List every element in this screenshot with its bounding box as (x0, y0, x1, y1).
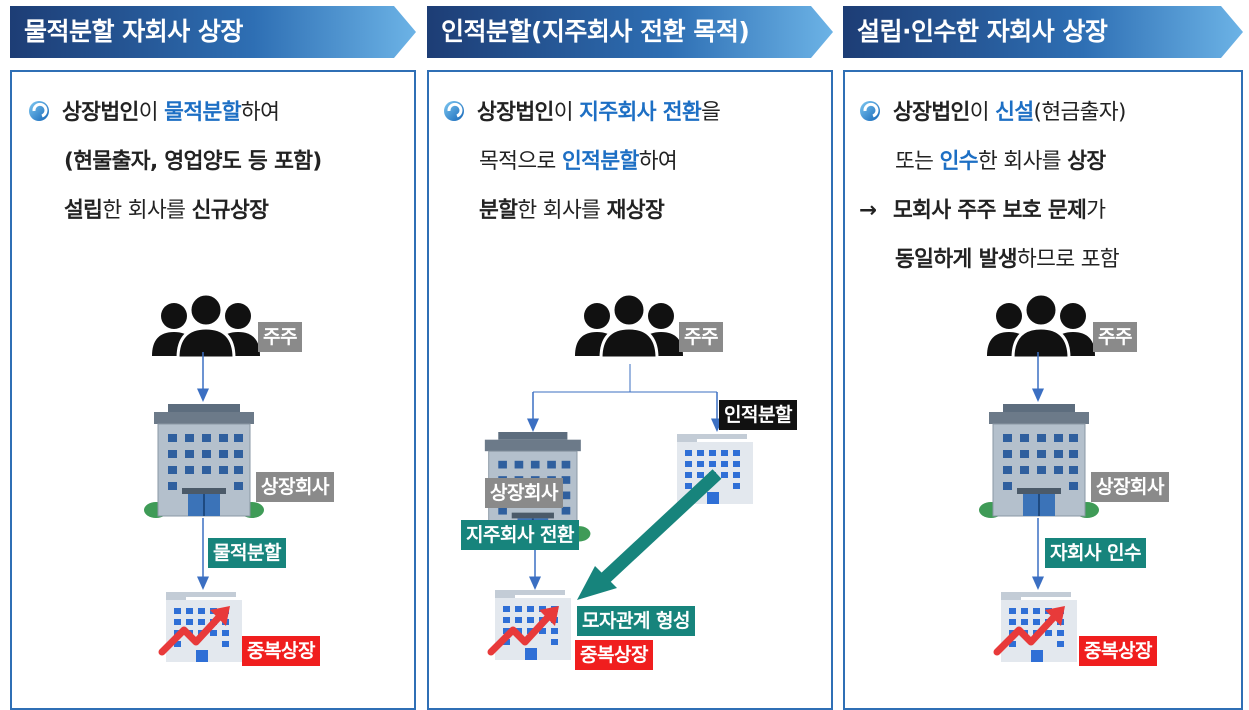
panel-physical-split: 물적분할 자회사 상장 상장법인이 물적분할하여 (현물출자, 영업양도 등 포… (10, 0, 420, 710)
diagram-canvas (474, 292, 753, 660)
panel-header: 설립·인수한 자회사 상장 (843, 6, 1249, 58)
desc-text: 또는 (895, 149, 940, 174)
shareholders-icon (985, 292, 1097, 360)
diagram-canvas (143, 292, 265, 662)
desc-text: 하여 (638, 149, 678, 174)
desc-text: 하여 (240, 100, 280, 125)
panel-header: 물적분할 자회사 상장 (10, 6, 420, 58)
label-shareholders: 주주 (1093, 322, 1137, 352)
subsidiary-building-icon (166, 592, 242, 662)
panel-header: 인적분할(지주회사 전환 목적) (427, 6, 837, 58)
desc-text: 재상장 (606, 198, 665, 223)
desc-text: 하므로 포함 (1016, 247, 1120, 272)
panel-description: 상장법인이 신설(현금출자) 또는 인수한 회사를 상장 → 모회사 주주 보호 … (859, 88, 1231, 284)
desc-highlight: 인수 (939, 149, 979, 174)
swirl-bullet-icon (444, 101, 464, 121)
header-arrow-shape (10, 6, 416, 58)
panel-title: 인적분할(지주회사 전환 목적) (441, 17, 750, 46)
panel-spin-off: 인적분할(지주회사 전환 목적) 상장법인이 지주회사 전환을 목적으로 인적분… (427, 0, 837, 710)
shareholders-icon (150, 292, 262, 360)
desc-text: 이 (969, 100, 996, 125)
desc-text: 이 (553, 100, 580, 125)
subsidiary-building-icon (1001, 592, 1077, 662)
desc-text: 설립 (64, 198, 103, 223)
desc-text: 분할 (479, 198, 518, 223)
desc-line-2: (현물출자, 영업양도 등 포함) (28, 137, 400, 186)
desc-text: 목적으로 (479, 149, 562, 174)
desc-line-1: 상장법인이 신설(현금출자) (859, 88, 1231, 137)
label-listed-company: 상장회사 (1091, 472, 1169, 502)
swirl-bullet-icon (860, 101, 880, 121)
subsidiary-building-icon (495, 590, 571, 660)
desc-highlight: 인적분할 (561, 149, 639, 174)
desc-highlight: 물적분할 (164, 100, 241, 125)
desc-text: 모회사 주주 보호 문제 (893, 198, 1087, 223)
desc-line-1: 상장법인이 지주회사 전환을 (443, 88, 815, 137)
header-arrow-shape (843, 6, 1243, 58)
desc-text: 상장법인 (477, 100, 554, 125)
parent-sub-arrow-icon (577, 469, 722, 600)
desc-highlight: 지주회사 전환 (579, 100, 702, 125)
shareholders-icon (573, 292, 685, 360)
desc-line-1: 상장법인이 물적분할하여 (28, 88, 400, 137)
desc-text: 상장법인 (62, 100, 139, 125)
panel-title: 설립·인수한 자회사 상장 (857, 17, 1108, 46)
diagram-canvas (978, 292, 1100, 662)
building-icon (143, 403, 265, 519)
building-icon (978, 403, 1100, 519)
header-arrow-shape (427, 6, 833, 58)
label-dual-listing: 중복상장 (575, 640, 653, 670)
desc-text: 상장법인 (893, 100, 970, 125)
label-listed-company: 상장회사 (256, 472, 334, 502)
desc-text: 을 (701, 100, 721, 125)
panel-description: 상장법인이 지주회사 전환을 목적으로 인적분할하여 분할한 회사를 재상장 (443, 88, 815, 235)
panel-title: 물적분할 자회사 상장 (24, 17, 243, 46)
panel-establish-acquire: 설립·인수한 자회사 상장 상장법인이 신설(현금출자) 또는 인수한 회사를 … (843, 0, 1249, 710)
label-dual-listing: 중복상장 (242, 636, 320, 666)
label-subsidiary-acquisition: 자회사 인수 (1045, 538, 1147, 568)
label-dual-listing: 중복상장 (1079, 636, 1157, 666)
label-physical-split: 물적분할 (208, 538, 286, 568)
desc-text: 가 (1086, 198, 1106, 223)
desc-line-2: 목적으로 인적분할하여 (443, 137, 815, 186)
desc-text: 한 회사를 (977, 149, 1068, 174)
label-holding-conversion: 지주회사 전환 (461, 520, 579, 550)
desc-text: 상장 (1067, 149, 1106, 174)
desc-text: 한 회사를 (102, 198, 192, 223)
label-shareholders: 주주 (679, 322, 723, 352)
desc-line-3: → 모회사 주주 보호 문제가 (859, 186, 1231, 235)
label-spin-off: 인적분할 (719, 400, 797, 430)
desc-line-2: 또는 인수한 회사를 상장 (859, 137, 1231, 186)
swirl-bullet-icon (29, 101, 49, 121)
right-arrow-icon: → (859, 198, 877, 223)
panel-description: 상장법인이 물적분할하여 (현물출자, 영업양도 등 포함) 설립한 회사를 신… (28, 88, 400, 235)
desc-text: 신규상장 (191, 198, 269, 223)
desc-text: 이 (138, 100, 165, 125)
desc-highlight: 신설 (995, 100, 1034, 125)
desc-text: (현물출자, 영업양도 등 포함) (64, 149, 322, 174)
desc-text: 한 회사를 (517, 198, 607, 223)
desc-line-3: 분할한 회사를 재상장 (443, 186, 815, 235)
desc-line-3: 설립한 회사를 신규상장 (28, 186, 400, 235)
label-listed-company: 상장회사 (485, 478, 563, 508)
desc-text: 동일하게 발생 (895, 247, 1018, 272)
desc-line-4: 동일하게 발생하므로 포함 (859, 235, 1231, 284)
desc-text: (현금출자) (1033, 100, 1127, 125)
label-shareholders: 주주 (258, 322, 302, 352)
label-parent-sub-relation: 모자관계 형성 (577, 606, 695, 636)
